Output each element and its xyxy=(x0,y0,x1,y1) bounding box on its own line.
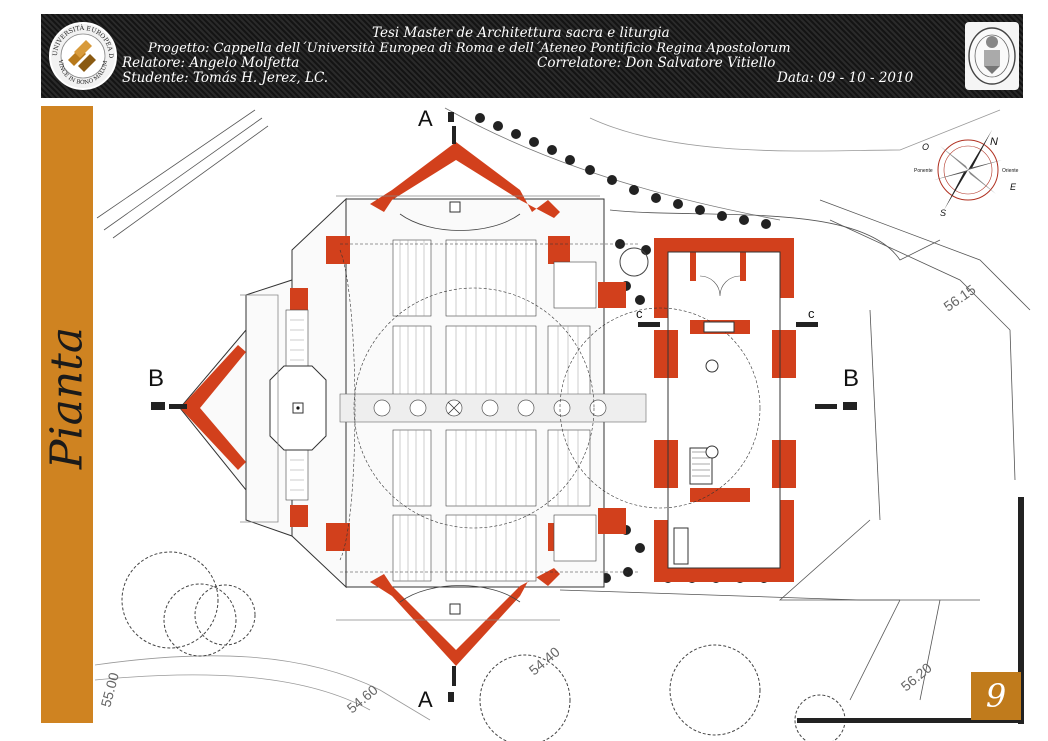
header-line-2: Progetto: Cappella dell´Università Europ… xyxy=(148,41,791,56)
elevation-55-00: 55.00 xyxy=(97,671,122,709)
tree-outlines xyxy=(121,247,846,741)
elevation-56-15: 56.15 xyxy=(941,281,979,314)
compass-south: S xyxy=(940,208,946,218)
section-c-right-label: c xyxy=(808,306,815,321)
header-correlatore: Correlatore: Don Salvatore Vitiello xyxy=(537,55,776,71)
section-b-right-label: B xyxy=(843,365,859,392)
university-seal-logo: UNIVERSITÀ EUROPEA DI ROMA VINCE IN BONO… xyxy=(45,15,118,92)
header-line-1: Tesi Master de Architettura sacra e litu… xyxy=(372,25,670,41)
section-a-bottom-line xyxy=(452,666,456,686)
compass-left-label: Ponente xyxy=(914,168,933,174)
section-a-top-marker xyxy=(448,112,454,122)
pew-lines xyxy=(290,240,579,581)
stair-lines xyxy=(692,451,710,477)
title-block xyxy=(41,14,1023,98)
section-c-right-marker xyxy=(796,322,818,327)
elevation-56-20: 56.20 xyxy=(898,659,935,694)
chapel-plan xyxy=(179,142,796,666)
elevation-54-60: 54.60 xyxy=(344,681,381,716)
section-c-left-label: c xyxy=(636,306,643,321)
section-a-bottom-label: A xyxy=(418,687,433,712)
header-relatore: Relatore: Angelo Molfetta xyxy=(122,55,300,71)
side-band xyxy=(41,106,93,723)
compass-west: O xyxy=(922,142,929,152)
compass-north: N xyxy=(990,136,998,148)
section-a-top-label: A xyxy=(418,106,433,131)
compass-right-label: Oriente xyxy=(1002,168,1019,174)
section-a-top-line xyxy=(452,126,456,144)
section-b-right-marker xyxy=(843,402,857,410)
section-a-bottom-marker xyxy=(448,692,454,702)
frame-corner-horizontal xyxy=(797,718,1024,723)
page-number: 9 xyxy=(971,672,1021,720)
section-b-left-line xyxy=(169,404,187,409)
section-b-right-line xyxy=(815,404,837,409)
dashed-geometry xyxy=(339,243,761,573)
section-b-left-label: B xyxy=(148,365,164,392)
header-data: Data: 09 - 10 - 2010 xyxy=(777,70,914,86)
compass-rose xyxy=(934,130,1002,210)
pontifical-seal-logo xyxy=(965,22,1019,90)
section-b-left-marker xyxy=(151,402,165,410)
frame-corner-vertical xyxy=(1018,497,1024,724)
section-c-left-marker xyxy=(638,322,660,327)
compass-east: E xyxy=(1010,182,1017,192)
elevation-54-40: 54.40 xyxy=(526,643,563,678)
walls xyxy=(180,142,796,666)
header-studente: Studente: Tomás H. Jerez, LC. xyxy=(122,70,329,86)
